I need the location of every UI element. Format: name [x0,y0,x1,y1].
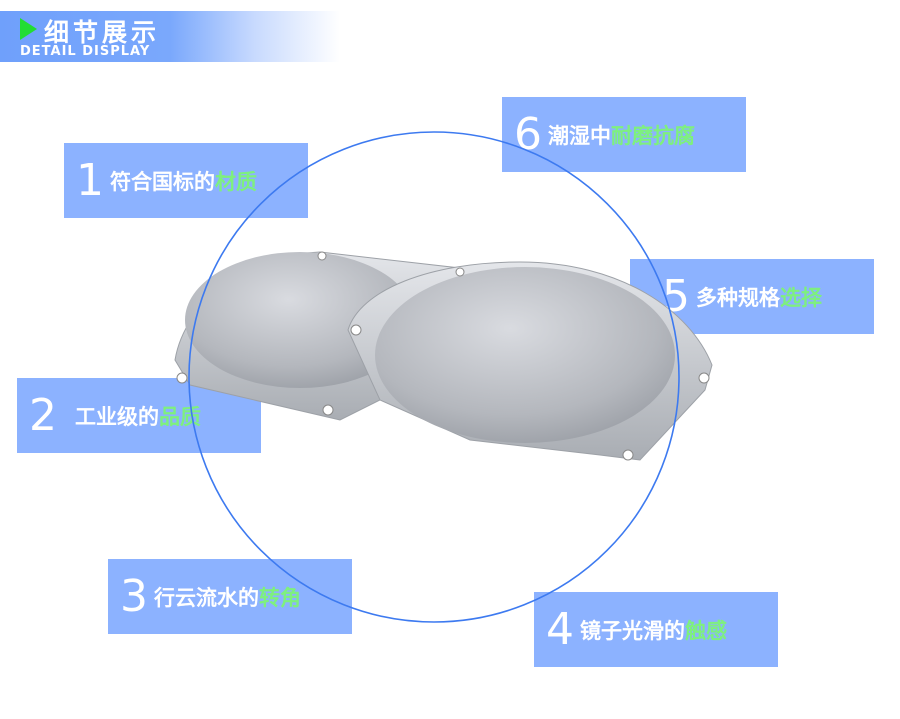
section-title: 细节展示 [44,18,161,47]
feature-highlight: 耐磨抗腐 [611,123,695,148]
feature-text: 符合国标的 [110,169,215,194]
feature-highlight: 材质 [215,169,257,194]
feature-highlight: 选择 [780,285,822,310]
feature-text: 潮湿中 [548,123,611,148]
front-diaphragm [347,261,713,461]
feature-text: 镜子光滑的 [580,618,685,643]
play-triangle-icon [20,18,37,40]
section-subtitle: DETAIL DISPLAY [20,44,151,59]
feature-number: 1 [76,155,104,206]
feature-text: 多种规格 [696,285,780,310]
decorative-circle [188,131,680,623]
feature-text: 工业级的 [75,404,159,429]
section-header: 细节展示 DETAIL DISPLAY [0,11,340,62]
feature-number: 3 [120,571,148,622]
feature-number: 2 [29,390,57,441]
feature-highlight: 转角 [259,585,301,610]
feature-number: 4 [546,604,574,655]
feature-highlight: 触感 [685,618,727,643]
feature-text: 行云流水的 [154,585,259,610]
